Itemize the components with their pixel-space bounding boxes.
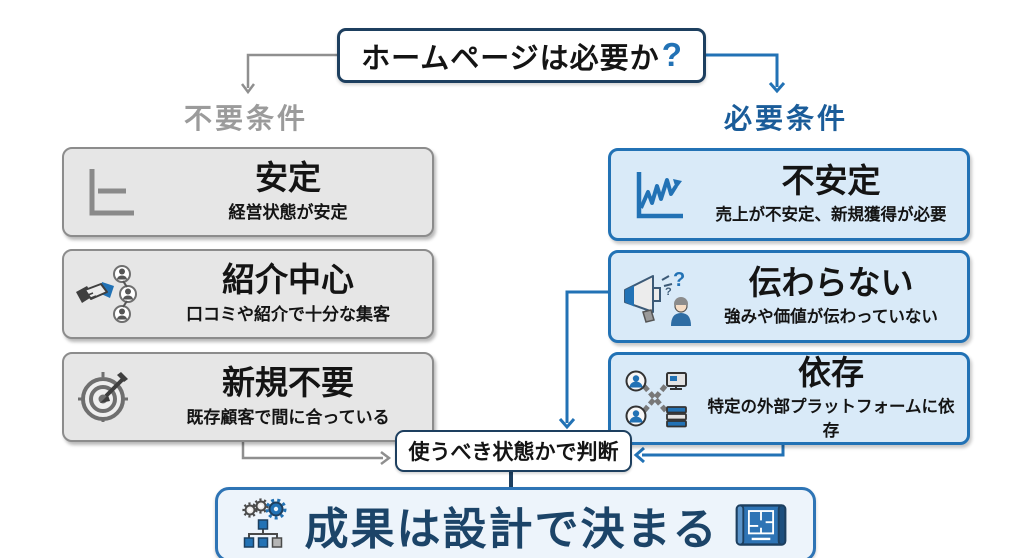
volatile-chart-icon <box>611 166 703 224</box>
chain-icon <box>611 370 703 428</box>
card-stable: 安定 経営状態が安定 <box>62 147 434 237</box>
page-title: ホームページは必要か <box>361 42 660 75</box>
icon-question-small: ? <box>665 286 672 298</box>
card-unstable: 不安定 売上が不安定、新規獲得が必要 <box>608 148 970 241</box>
card-not-conveyed: ? ? 伝わらない 強みや価値が伝わっていない <box>608 250 970 343</box>
handshake-network-icon <box>64 265 152 323</box>
card-title: 依存 <box>798 353 864 391</box>
judgment-label: 使うべき状態かで判断 <box>408 441 619 464</box>
card-title: 新規不要 <box>222 363 354 401</box>
conclusion-box: 成果は設計で決まる <box>215 487 816 558</box>
blueprint-icon <box>731 498 791 552</box>
card-subtitle: 特定の外部プラットフォームに依存 <box>707 398 955 441</box>
title-box: ホームページは必要か ? <box>337 28 706 83</box>
card-referral: 紹介中心 口コミや紹介で十分な集客 <box>62 249 434 339</box>
card-subtitle: 経営状態が安定 <box>228 203 348 223</box>
judgment-box: 使うべき状態かで判断 <box>395 430 632 472</box>
megaphone-icon: ? ? <box>611 268 703 326</box>
card-subtitle: 強みや価値が伝わっていない <box>724 308 938 327</box>
card-title: 安定 <box>255 158 321 196</box>
card-no-new-customers: 新規不要 既存顧客で間に合っている <box>62 352 434 442</box>
card-title: 伝わらない <box>748 263 914 301</box>
left-column-header: 不要条件 <box>183 103 308 134</box>
icon-question-large: ? <box>673 269 685 291</box>
target-icon <box>64 368 152 426</box>
card-title: 不安定 <box>781 161 881 199</box>
arrow-right2-to-judgment <box>565 290 608 423</box>
gears-orgchart-icon <box>241 497 293 553</box>
flat-chart-icon <box>64 163 152 221</box>
card-subtitle: 売上が不安定、新規獲得が必要 <box>715 206 947 225</box>
question-mark-icon: ? <box>661 35 682 73</box>
right-column-header: 必要条件 <box>723 103 848 134</box>
card-title: 紹介中心 <box>222 260 354 298</box>
card-subtitle: 口コミや紹介で十分な集客 <box>186 305 390 325</box>
conclusion-label: 成果は設計で決まる <box>304 504 719 554</box>
card-dependence: 依存 特定の外部プラットフォームに依存 <box>608 352 970 445</box>
card-subtitle: 既存顧客で間に合っている <box>186 408 390 428</box>
arrow-title-to-left <box>246 53 337 88</box>
arrow-title-to-right <box>700 53 779 87</box>
